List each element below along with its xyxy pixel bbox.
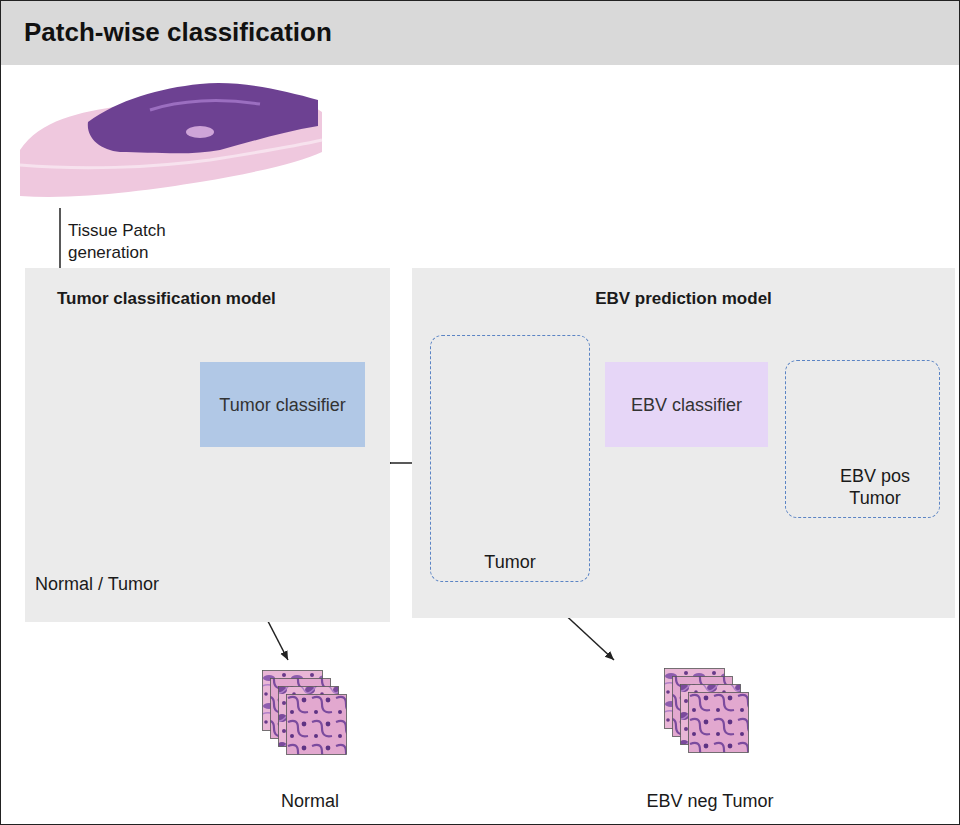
step-label: Tissue Patch generation <box>68 220 218 264</box>
title: Patch-wise classification <box>24 17 332 48</box>
tissue-slide <box>20 83 322 197</box>
patch-group: Tumor <box>430 335 590 582</box>
group-label: Normal <box>240 790 380 812</box>
box-label: EBV classifier <box>613 394 760 416</box>
panel-title: EBV prediction model <box>412 288 955 309</box>
patch-stack <box>263 671 347 755</box>
box-label: Tumor classifier <box>208 394 357 416</box>
box-label: Tumor <box>431 551 589 573</box>
panel-title: Tumor classification model <box>57 288 276 309</box>
patch-stack <box>665 669 749 753</box>
classifier-box: Tumor classifier <box>200 362 365 447</box>
model-panel: EBV prediction modelTumor EBV classifierE… <box>412 268 955 618</box>
group-label: Normal / Tumor <box>35 573 215 595</box>
model-panel: Tumor classification modelTumor classifi… <box>25 268 390 622</box>
group-label: EBV neg Tumor <box>620 790 800 812</box>
classifier-box: EBV classifier <box>605 362 768 447</box>
patch-group: EBV pos Tumor <box>785 360 940 518</box>
box-label: EBV pos Tumor <box>829 465 921 509</box>
